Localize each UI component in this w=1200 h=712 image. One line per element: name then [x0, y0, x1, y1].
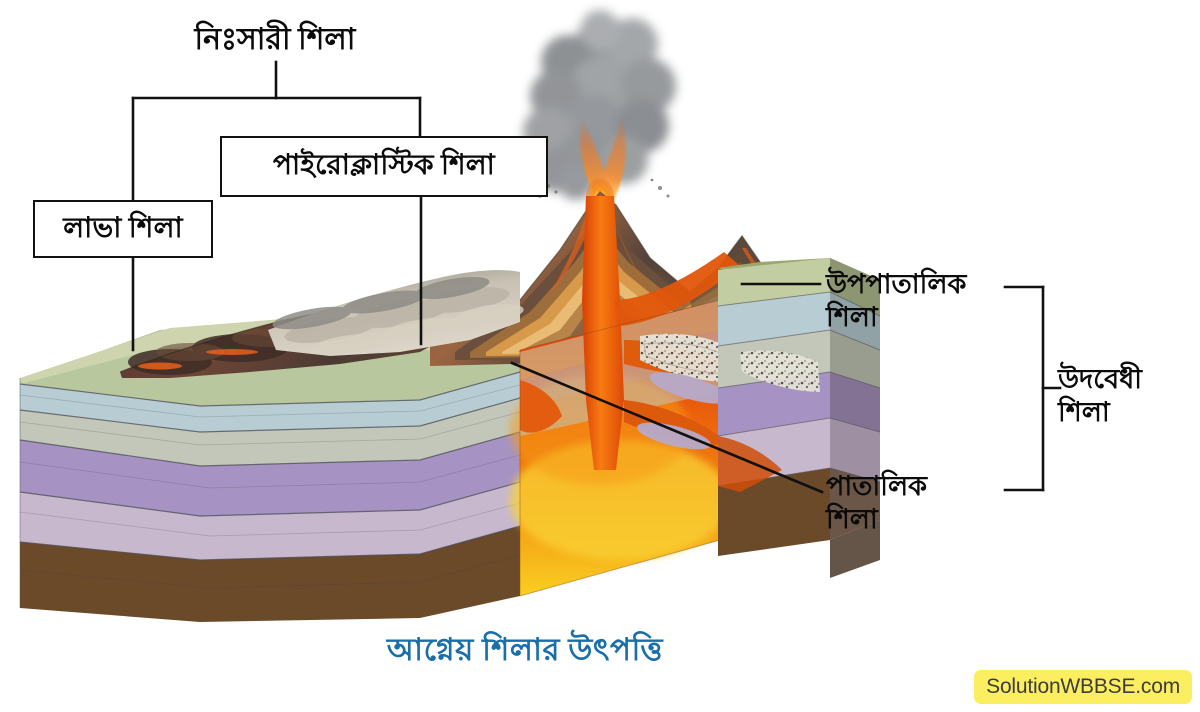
label-pyroclastic-rock: পাইরোক্লাস্টিক শিলা	[220, 136, 548, 197]
label-hypabyssal-line1: উপপাতালিক	[826, 269, 967, 299]
connector-lines	[131, 60, 1062, 494]
label-plutonic-rock: পাতালিক শিলা	[826, 470, 1041, 536]
sill-rock-slabs	[637, 372, 731, 450]
label-plutonic-line2: শিলা	[826, 503, 878, 534]
label-plutonic-line1: পাতালিক	[826, 471, 927, 501]
pyroclastic-deposit	[268, 270, 524, 356]
diagram-caption: আগ্নেয় শিলার উৎপত্তি	[0, 626, 1200, 678]
batholith	[640, 333, 742, 383]
label-hypabyssal-line2: শিলা	[826, 301, 878, 332]
stratum-brown-basement	[20, 526, 520, 622]
batholith-right	[740, 350, 820, 392]
dike-branch	[614, 252, 740, 326]
label-intrusive-line2: শিলা	[1058, 396, 1110, 427]
stratum-gray-green	[20, 398, 520, 466]
label-extrusive-rock: নিঃসারী শিলা	[194, 23, 356, 56]
label-intrusive-rock: উদবেধী শিলা	[1058, 363, 1198, 429]
label-intrusive-line1: উদবেধী	[1058, 364, 1142, 394]
stratum-lavender	[20, 482, 520, 560]
ash-plume	[523, 10, 676, 200]
watermark-badge: SolutionWBBSE.com	[974, 670, 1192, 704]
stratum-purple	[20, 432, 520, 516]
stratum-blue-gray	[20, 372, 520, 432]
label-lava-rock: লাভা শিলা	[33, 200, 213, 258]
right-ground-block	[717, 258, 881, 578]
volcanic-conduit	[582, 196, 624, 470]
diagram-caption-text: আগ্নেয় শিলার উৎপত্তি	[386, 632, 664, 667]
label-hypabyssal-rock: উপপাতালিক শিলা	[826, 268, 1041, 334]
